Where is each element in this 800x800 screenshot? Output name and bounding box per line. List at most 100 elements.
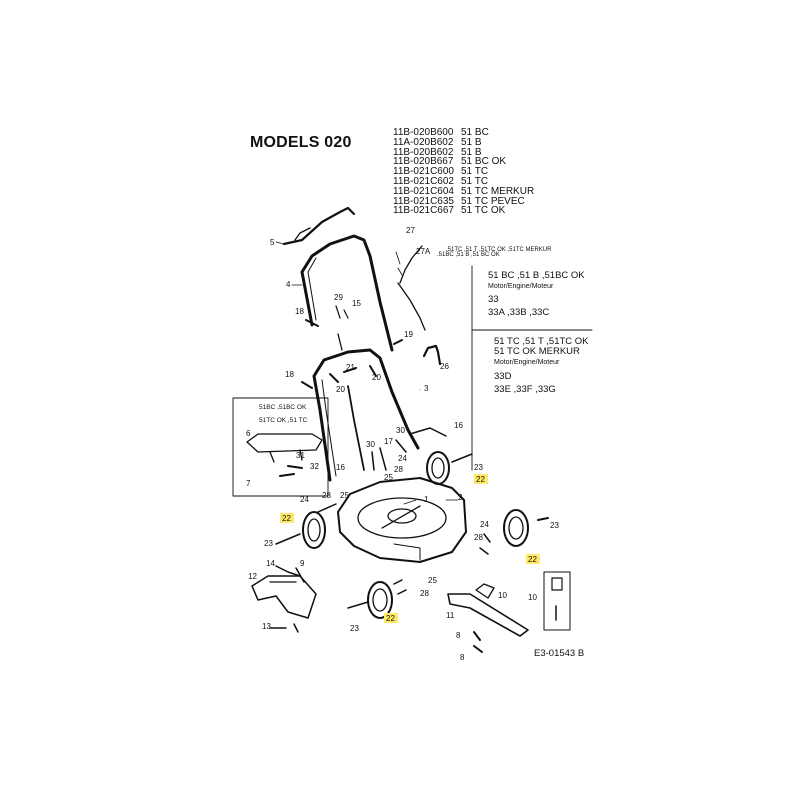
front-right-wheel bbox=[503, 509, 529, 547]
clip-26 bbox=[422, 344, 442, 366]
handle-bracket-parts bbox=[371, 439, 407, 471]
bolt-9-side bbox=[295, 567, 305, 583]
highlight-22b bbox=[280, 513, 294, 523]
note-27a: .51TC ,51 T ,51TC OK ,51TC MERKUR bbox=[446, 247, 552, 253]
callout-23c: 23 bbox=[550, 521, 559, 530]
callout-4: 4 bbox=[286, 280, 291, 289]
callout-2: 2 bbox=[458, 493, 463, 502]
inset-line-1: 51BC ,51BC OK bbox=[259, 404, 307, 411]
deck-front-lip bbox=[393, 543, 421, 561]
axle-bolt-23a bbox=[451, 453, 473, 463]
upper-handle-bar bbox=[282, 206, 356, 246]
callout-7: 7 bbox=[246, 479, 251, 488]
bolt-20b bbox=[369, 365, 377, 377]
callout-11: 11 bbox=[446, 611, 455, 620]
callout-23d: 23 bbox=[350, 624, 359, 633]
highlight-22a bbox=[474, 474, 488, 484]
engine-panel-b-models2: 51 TC OK MERKUR bbox=[494, 346, 580, 357]
blade-bolts-8 bbox=[473, 631, 483, 653]
adapter-inset-frame bbox=[543, 571, 571, 631]
callout-14: 14 bbox=[266, 559, 275, 568]
callout-18-top: 18 bbox=[295, 307, 304, 316]
callout-29: 29 bbox=[334, 293, 343, 302]
callout-25b: 25 bbox=[340, 491, 349, 500]
page-title: MODELS 020 bbox=[250, 134, 352, 151]
callout-1: 1 bbox=[424, 495, 429, 504]
upper-handle-detail bbox=[294, 227, 311, 241]
bolt-20a bbox=[329, 373, 339, 383]
bolt-14 bbox=[275, 565, 301, 577]
spacer-28-25 bbox=[393, 579, 407, 595]
front-left-wheel bbox=[367, 581, 393, 619]
callout-8b: 8 bbox=[460, 653, 465, 662]
engine-panel-a-part: 33 bbox=[488, 294, 499, 305]
callout-30: 30 bbox=[366, 440, 375, 449]
callout-32: 32 bbox=[310, 462, 319, 471]
callout-20b: 20 bbox=[372, 373, 381, 382]
engine-panel-b-label: Motor/Engine/Moteur bbox=[494, 359, 560, 366]
blade-11 bbox=[447, 593, 529, 637]
callout-16a: 16 bbox=[454, 421, 463, 430]
callout-13: 13 bbox=[262, 622, 271, 631]
handle-joint bbox=[337, 333, 343, 351]
callout-28a: 28 bbox=[394, 465, 403, 474]
callout-21: 21 bbox=[346, 363, 355, 372]
bolt-29 bbox=[335, 305, 349, 319]
callout-18-lower: 18 bbox=[285, 370, 294, 379]
callout-3: 3 bbox=[424, 384, 429, 393]
callout-27a: 27A bbox=[416, 247, 431, 256]
callout-24c: 24 bbox=[480, 520, 489, 529]
callout-15: 15 bbox=[352, 299, 361, 308]
callout-5: 5 bbox=[270, 238, 275, 247]
callout-17: 17 bbox=[384, 437, 393, 446]
rear-right-wheel bbox=[426, 451, 450, 485]
callout-24b: 24 bbox=[300, 495, 309, 504]
lower-handle-inner bbox=[321, 379, 337, 477]
bolt-19 bbox=[393, 339, 403, 345]
deck-blade-shadow bbox=[381, 505, 421, 529]
spacer-24a bbox=[317, 503, 337, 513]
inset-line-2: 51TC OK ,51 TC bbox=[259, 417, 308, 424]
blade-adapter-10 bbox=[475, 583, 495, 599]
note-27: .51BC ,51 B ,51 BC OK bbox=[437, 252, 500, 258]
rear-left-wheel bbox=[302, 511, 326, 549]
callout-23b: 23 bbox=[264, 539, 273, 548]
callout-25a: 25 bbox=[384, 473, 393, 482]
rear-flap-6 bbox=[246, 433, 323, 453]
callout-9: 9 bbox=[300, 559, 305, 568]
callout-28b: 28 bbox=[322, 491, 331, 500]
callout-10b: 10 bbox=[528, 593, 537, 602]
document-id: E3-01543 B bbox=[534, 648, 585, 659]
spacer-24-28 bbox=[479, 533, 491, 555]
engine-panel-a-variants: 33A ,33B ,33C bbox=[488, 307, 550, 318]
front-left-wheel-hub bbox=[372, 588, 388, 612]
lower-handle-post bbox=[347, 385, 365, 471]
mower-deck bbox=[337, 477, 467, 563]
callout-31: 31 bbox=[296, 451, 305, 460]
side-chute-12 bbox=[251, 575, 317, 619]
callout-28d: 28 bbox=[420, 589, 429, 598]
callout-27: 27 bbox=[406, 226, 415, 235]
engine-panel-b-part: 33D bbox=[494, 371, 512, 382]
engine-panel-a-label: Motor/Engine/Moteur bbox=[488, 283, 554, 290]
engine-panel-b-variants: 33E ,33F ,33G bbox=[494, 384, 556, 395]
callout-30b: 30 bbox=[396, 426, 405, 435]
callout-22a: 22 bbox=[476, 475, 485, 484]
deck-opening bbox=[357, 497, 447, 539]
rear-left-wheel-hub bbox=[307, 518, 321, 542]
handle-frame bbox=[300, 234, 394, 352]
callout-23a: 23 bbox=[474, 463, 483, 472]
bolt-18-top bbox=[305, 319, 319, 327]
callout-26: 26 bbox=[440, 362, 449, 371]
bolt-18-lower bbox=[301, 381, 313, 389]
bolt-16-upper bbox=[409, 427, 447, 437]
rear-right-wheel-hub bbox=[431, 457, 445, 479]
